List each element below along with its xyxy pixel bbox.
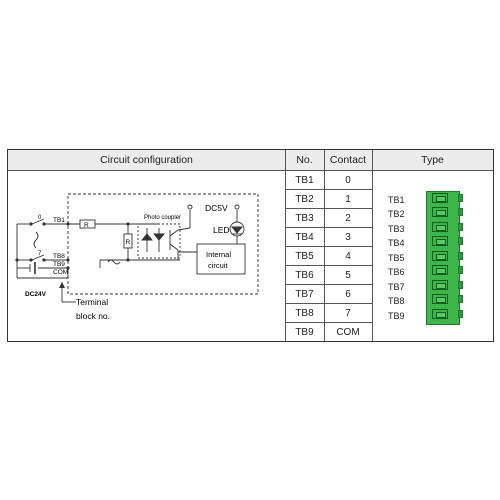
row-contact: 5 bbox=[324, 266, 372, 285]
connector-label-tb3: TB3 bbox=[388, 224, 405, 234]
photo-coupler-box bbox=[137, 223, 181, 259]
dc5v-terminal-icon bbox=[234, 204, 240, 210]
row-no: TB6 bbox=[285, 266, 324, 285]
specification-table: Circuit configuration No. Contact Type T… bbox=[7, 149, 494, 342]
connector-slot bbox=[432, 251, 448, 261]
row-contact: 0 bbox=[324, 171, 372, 190]
connector-label-tb9: TB9 bbox=[388, 311, 405, 321]
connector-slot bbox=[432, 294, 448, 304]
tb9-terminal-label: TB9 bbox=[53, 261, 65, 268]
connector-label-tb5: TB5 bbox=[388, 253, 405, 263]
internal-circuit-label: circuit bbox=[208, 261, 229, 270]
row-no: TB3 bbox=[285, 209, 324, 228]
resistor-label: R bbox=[84, 222, 89, 229]
connector-slot bbox=[432, 309, 448, 319]
connector-tab bbox=[458, 281, 463, 289]
connector-tab bbox=[458, 208, 463, 216]
connector-label-tb7: TB7 bbox=[388, 282, 405, 292]
switch-0 bbox=[31, 218, 45, 225]
header-circuit-configuration: Circuit configuration bbox=[8, 150, 285, 171]
header-no: No. bbox=[285, 150, 324, 171]
wavy-break bbox=[107, 259, 121, 265]
connector-slot bbox=[432, 265, 448, 275]
row-no: TB4 bbox=[285, 228, 324, 247]
connector-label-tb8: TB8 bbox=[388, 296, 405, 306]
row-contact: 2 bbox=[324, 209, 372, 228]
resistor-label: R bbox=[126, 239, 131, 246]
connector-label-tb4: TB4 bbox=[388, 238, 405, 248]
connector-tab bbox=[458, 252, 463, 260]
connector-label-tb2: TB2 bbox=[388, 209, 405, 219]
input-0-label: 0 bbox=[38, 215, 42, 221]
terminal-label: block no. bbox=[76, 311, 110, 321]
tb1-terminal-label: TB1 bbox=[53, 217, 65, 224]
row-no: TB8 bbox=[285, 304, 324, 323]
photo-coupler-label: Photo coupler bbox=[144, 215, 181, 221]
terminal-label: Terminal bbox=[76, 297, 108, 307]
column-divider bbox=[285, 150, 286, 341]
row-contact: 6 bbox=[324, 285, 372, 304]
row-no: TB1 bbox=[285, 171, 324, 190]
connector-slot bbox=[432, 193, 448, 203]
row-contact: 7 bbox=[324, 304, 372, 323]
led-label: LED bbox=[213, 225, 230, 235]
connector-label-tb1: TB1 bbox=[388, 195, 405, 205]
connector-slot bbox=[432, 280, 448, 290]
dc24v-label: DC24V bbox=[25, 291, 47, 298]
connector-tab bbox=[458, 266, 463, 274]
connector-slot bbox=[432, 236, 448, 246]
connector-tab bbox=[458, 237, 463, 245]
internal-circuit-box bbox=[196, 243, 246, 275]
input-7-label: 7 bbox=[38, 251, 42, 257]
row-no: TB5 bbox=[285, 247, 324, 266]
tb8-terminal-label: TB8 bbox=[53, 253, 65, 260]
com-terminal-label: COM bbox=[53, 269, 68, 276]
connector-label-tb6: TB6 bbox=[388, 267, 405, 277]
connector-tab bbox=[458, 310, 463, 318]
connector-slot bbox=[432, 207, 448, 217]
dc5v-label: DC5V bbox=[205, 203, 228, 213]
row-contact: 3 bbox=[324, 228, 372, 247]
dc5v-terminal-icon bbox=[187, 204, 193, 210]
column-divider bbox=[372, 150, 373, 341]
connector-tab bbox=[458, 194, 463, 202]
connector-slot bbox=[432, 222, 448, 232]
wavy-break bbox=[33, 231, 39, 249]
header-type: Type bbox=[372, 150, 493, 171]
header-contact: Contact bbox=[324, 150, 372, 171]
row-contact: 4 bbox=[324, 247, 372, 266]
row-contact: COM bbox=[336, 327, 360, 338]
connector-tab bbox=[458, 295, 463, 303]
connector-tab bbox=[458, 223, 463, 231]
module-boundary bbox=[67, 193, 259, 295]
row-no: TB9 bbox=[295, 327, 314, 338]
switch-7 bbox=[31, 254, 45, 261]
row-contact: 1 bbox=[324, 190, 372, 209]
row-no: TB7 bbox=[285, 285, 324, 304]
column-divider bbox=[324, 150, 325, 341]
row-no: TB2 bbox=[285, 190, 324, 209]
internal-circuit-label: Internal bbox=[206, 250, 231, 259]
